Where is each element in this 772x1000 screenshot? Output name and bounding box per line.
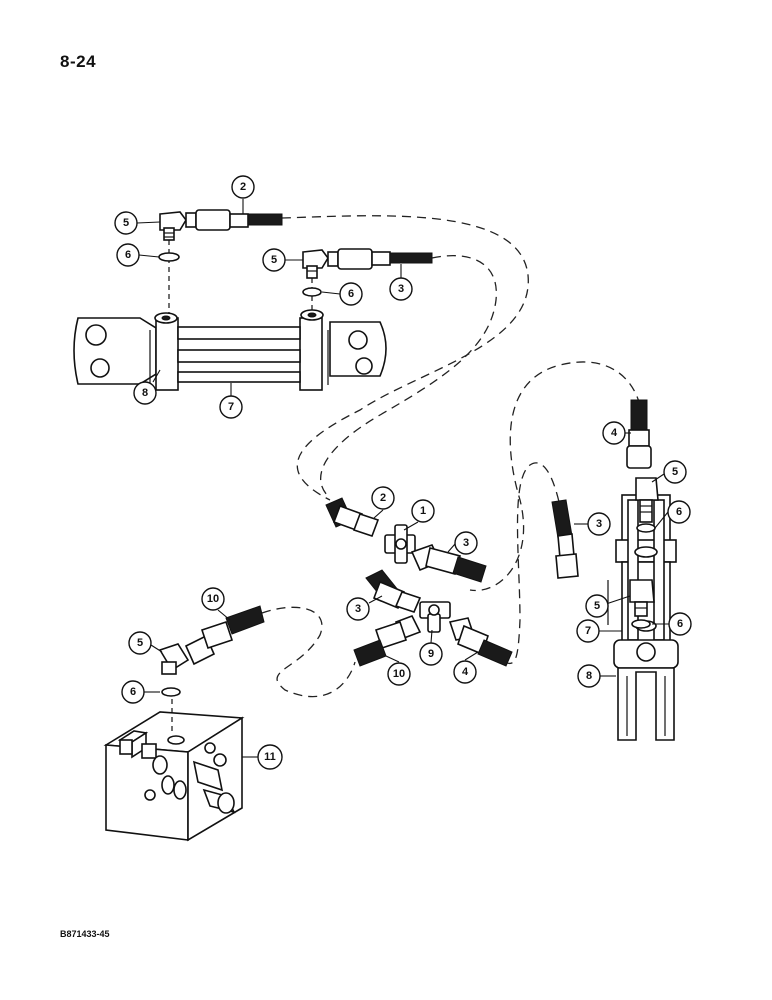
svg-text:3: 3: [596, 518, 602, 530]
callout-5-valve: 5: [128, 631, 152, 655]
tee-fitting: [419, 601, 451, 633]
hose-end-right-3: [551, 499, 579, 579]
hose-end-center-2: [325, 497, 380, 538]
hose-end-center-3-lower: [365, 569, 422, 613]
svg-text:6: 6: [676, 506, 682, 518]
hose-end-valve-10: [184, 605, 265, 666]
svg-text:8: 8: [586, 670, 592, 682]
elbow-fitting-right-mid: [629, 579, 655, 617]
o-ring-top-mid: [302, 287, 322, 297]
hose-path-top-long: [281, 215, 529, 501]
svg-text:4: 4: [462, 666, 469, 678]
svg-text:5: 5: [137, 637, 143, 649]
callout-6-valve: 6: [121, 680, 145, 704]
svg-text:8: 8: [142, 387, 148, 399]
callout-3-center: 3: [454, 531, 478, 555]
hose-end-top-mid: [327, 248, 433, 270]
callout-5-top-mid: 5: [262, 248, 286, 272]
o-ring-right-mid: [631, 619, 651, 629]
svg-text:5: 5: [271, 254, 277, 266]
callout-9-tee: 9: [419, 642, 443, 666]
elbow-fitting-top-mid: [302, 249, 329, 310]
callout-6-top-mid: 6: [339, 282, 363, 306]
hose-routings: [261, 215, 641, 698]
callout-10-center: 10: [387, 662, 411, 686]
callout-10-valve: 10: [201, 587, 225, 611]
svg-text:2: 2: [240, 181, 246, 193]
svg-text:7: 7: [228, 401, 234, 413]
svg-text:3: 3: [398, 283, 404, 295]
svg-text:7: 7: [585, 625, 591, 637]
callout-8-left-cylinder: 8: [133, 381, 157, 405]
callout-4-right-top: 4: [602, 421, 626, 445]
svg-text:2: 2: [380, 492, 386, 504]
svg-text:11: 11: [264, 751, 276, 763]
callout-6-right-top: 6: [667, 500, 691, 524]
svg-text:1: 1: [420, 505, 426, 517]
svg-text:9: 9: [428, 648, 434, 660]
elbow-fitting-top-left: [159, 211, 187, 314]
callout-5-top-left: 5: [114, 211, 138, 235]
hose-path-top-short: [320, 255, 497, 499]
callout-5-right-mid: 5: [585, 594, 609, 618]
svg-text:5: 5: [672, 466, 678, 478]
callout-7-right-cylinder: 7: [576, 619, 600, 643]
page-number: 8-24: [60, 52, 97, 71]
hose-end-center-3: [410, 544, 487, 583]
svg-text:5: 5: [123, 217, 129, 229]
hose-end-center-10: [353, 614, 422, 667]
svg-text:6: 6: [348, 288, 354, 300]
o-ring-valve: [161, 687, 181, 697]
o-ring-top-left: [158, 252, 180, 262]
elbow-fitting-right-top: [635, 477, 659, 523]
callout-3-center-lower: 3: [346, 597, 370, 621]
horizontal-cylinder: [73, 309, 387, 391]
callout-4-center: 4: [453, 660, 477, 684]
vertical-cylinder: [607, 494, 679, 741]
callout-8-right-cylinder: 8: [577, 664, 601, 688]
svg-text:6: 6: [125, 249, 131, 261]
o-ring-right-top: [636, 523, 656, 533]
callout-6-right-mid: 6: [668, 612, 692, 636]
svg-text:6: 6: [677, 618, 683, 630]
hose-end-right-4: [626, 399, 652, 469]
callout-2-center: 2: [371, 486, 395, 510]
cross-fitting: [384, 524, 416, 564]
callout-7-left-cylinder: 7: [219, 395, 243, 419]
callout-2-top: 2: [231, 175, 255, 199]
hose-path-right-short: [499, 462, 569, 665]
document-code: B871433-45: [60, 929, 110, 939]
svg-text:4: 4: [611, 427, 618, 439]
callout-1-cross: 1: [411, 499, 435, 523]
control-valve: [103, 690, 245, 842]
callout-11-valve: 11: [257, 744, 283, 770]
svg-text:5: 5: [594, 600, 600, 612]
svg-text:10: 10: [393, 668, 405, 680]
elbow-fitting-valve: [158, 643, 190, 675]
svg-text:3: 3: [355, 603, 361, 615]
svg-text:10: 10: [207, 593, 219, 605]
callout-6-top-left: 6: [116, 243, 140, 267]
svg-text:6: 6: [130, 686, 136, 698]
leader-lines: [136, 199, 669, 758]
hose-end-center-4: [448, 617, 513, 667]
callout-3-top: 3: [389, 277, 413, 301]
hose-end-top-left: [185, 209, 283, 231]
callout-5-right-top: 5: [663, 460, 687, 484]
hose-path-right-long: [469, 361, 641, 592]
svg-text:3: 3: [463, 537, 469, 549]
callout-3-right: 3: [587, 512, 611, 536]
hose-path-left: [261, 606, 356, 698]
